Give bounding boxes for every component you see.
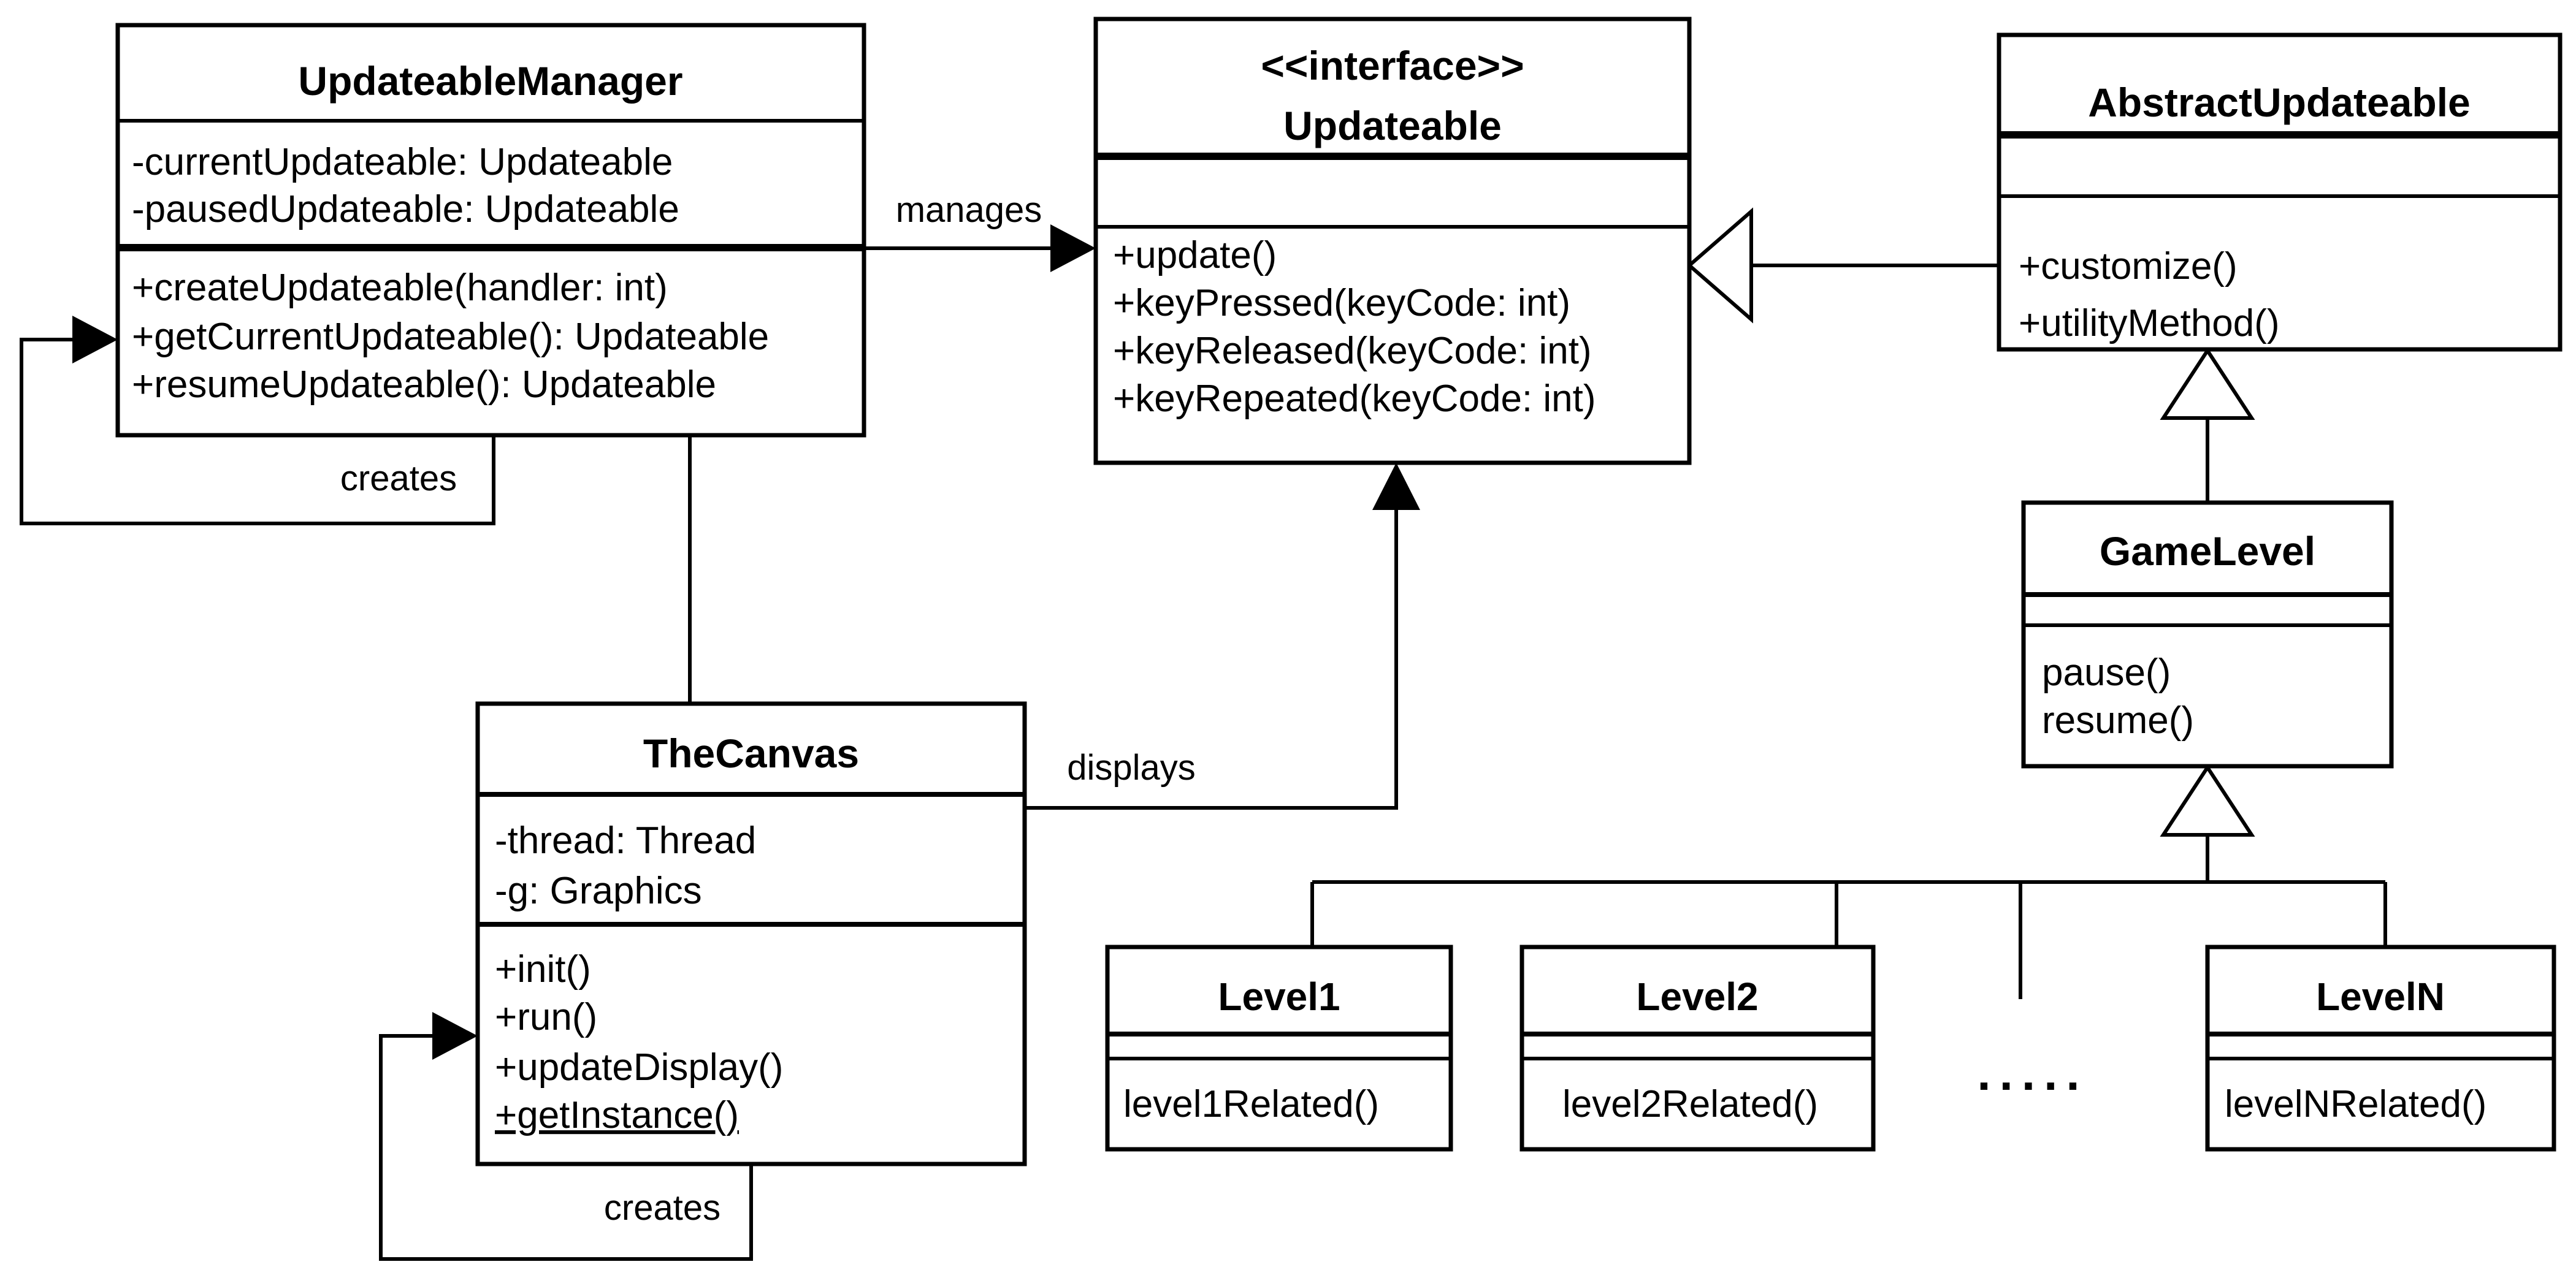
method: +keyPressed(keyCode: int)	[1113, 282, 1570, 324]
method: pause()	[2042, 652, 2171, 694]
method: resume()	[2042, 699, 2194, 742]
class-stereotype: <<interface>>	[1261, 43, 1524, 88]
method: +getCurrentUpdateable(): Updateable	[132, 316, 769, 358]
creates-manager-line	[20, 338, 495, 525]
class-leveln: LevelN levelNRelated()	[2205, 945, 2556, 1152]
attribute: -thread: Thread	[495, 820, 756, 862]
method-static: +getInstance()	[495, 1094, 739, 1136]
method: +resumeUpdateable(): Updateable	[132, 363, 716, 406]
attribute: -pausedUpdateable: Updateable	[132, 188, 679, 230]
method: +keyRepeated(keyCode: int)	[1113, 378, 1596, 420]
class-the-canvas: TheCanvas -thread: Thread -g: Graphics +…	[475, 701, 1027, 1166]
class-box	[1519, 945, 1876, 1152]
class-box	[2021, 500, 2394, 769]
class-title: Level2	[1636, 975, 1758, 1019]
method: level1Related()	[1123, 1083, 1379, 1125]
class-box	[1093, 17, 1692, 465]
manages-arrowhead-icon	[1050, 224, 1096, 272]
method: +updateDisplay()	[495, 1046, 783, 1089]
generalization-gamelevel-abstractupdateable	[2160, 347, 2255, 503]
displays-arrowhead-icon	[1372, 463, 1420, 510]
method: +utilityMethod()	[2019, 302, 2280, 344]
method: levelNRelated()	[2225, 1083, 2486, 1125]
displays-line	[1025, 467, 1398, 810]
class-abstract-updateable: AbstractUpdateable +customize() +utility…	[1997, 32, 2563, 352]
class-title: LevelN	[2316, 975, 2445, 1019]
method: +init()	[495, 948, 591, 991]
method: +customize()	[2019, 245, 2238, 287]
method: +run()	[495, 996, 597, 1038]
realization-abstractupdateable-updateable	[1686, 207, 1999, 324]
class-title: Updateable	[1283, 103, 1502, 148]
class-title: TheCanvas	[643, 731, 859, 776]
creates-canvas-arrowhead-icon	[432, 1012, 478, 1060]
class-title: UpdateableManager	[298, 58, 682, 104]
class-box	[115, 23, 866, 438]
class-title: GameLevel	[2100, 528, 2315, 574]
creates-canvas-label: creates	[604, 1188, 720, 1228]
class-level1: Level1 level1Related()	[1105, 945, 1453, 1152]
association-creates-canvas: creates	[379, 1012, 753, 1261]
class-box	[1997, 32, 2563, 352]
attribute: -currentUpdateable: Updateable	[132, 141, 673, 183]
method: +keyReleased(keyCode: int)	[1113, 330, 1592, 372]
levels-ellipsis: .....	[1977, 1046, 2088, 1100]
creates-manager-arrowhead-icon	[72, 316, 118, 363]
class-game-level: GameLevel pause() resume()	[2021, 500, 2394, 769]
method: +update()	[1113, 234, 1277, 276]
association-creates-manager: creates	[20, 316, 495, 525]
class-box	[475, 701, 1027, 1166]
creates-manager-label: creates	[340, 458, 457, 498]
class-box	[2205, 945, 2556, 1152]
class-updateable-interface: <<interface>> Updateable +update() +keyP…	[1093, 17, 1692, 465]
generalization-levels-gamelevel: .....	[1310, 764, 2387, 1100]
class-title: AbstractUpdateable	[2088, 80, 2471, 125]
attribute: -g: Graphics	[495, 870, 702, 912]
class-box	[1105, 945, 1453, 1152]
displays-label: displays	[1067, 748, 1196, 788]
realization-triangle-icon	[1686, 207, 1753, 324]
class-updateable-manager: UpdateableManager -currentUpdateable: Up…	[115, 23, 866, 438]
class-title: Level1	[1218, 975, 1340, 1019]
method: level2Related()	[1562, 1083, 1818, 1125]
association-displays: displays	[1025, 463, 1420, 810]
association-manages: manages	[864, 190, 1096, 272]
creates-canvas-line	[379, 1034, 753, 1261]
manages-label: manages	[896, 190, 1042, 230]
class-level2: Level2 level2Related()	[1519, 945, 1876, 1152]
method: +createUpdateable(handler: int)	[132, 267, 668, 309]
